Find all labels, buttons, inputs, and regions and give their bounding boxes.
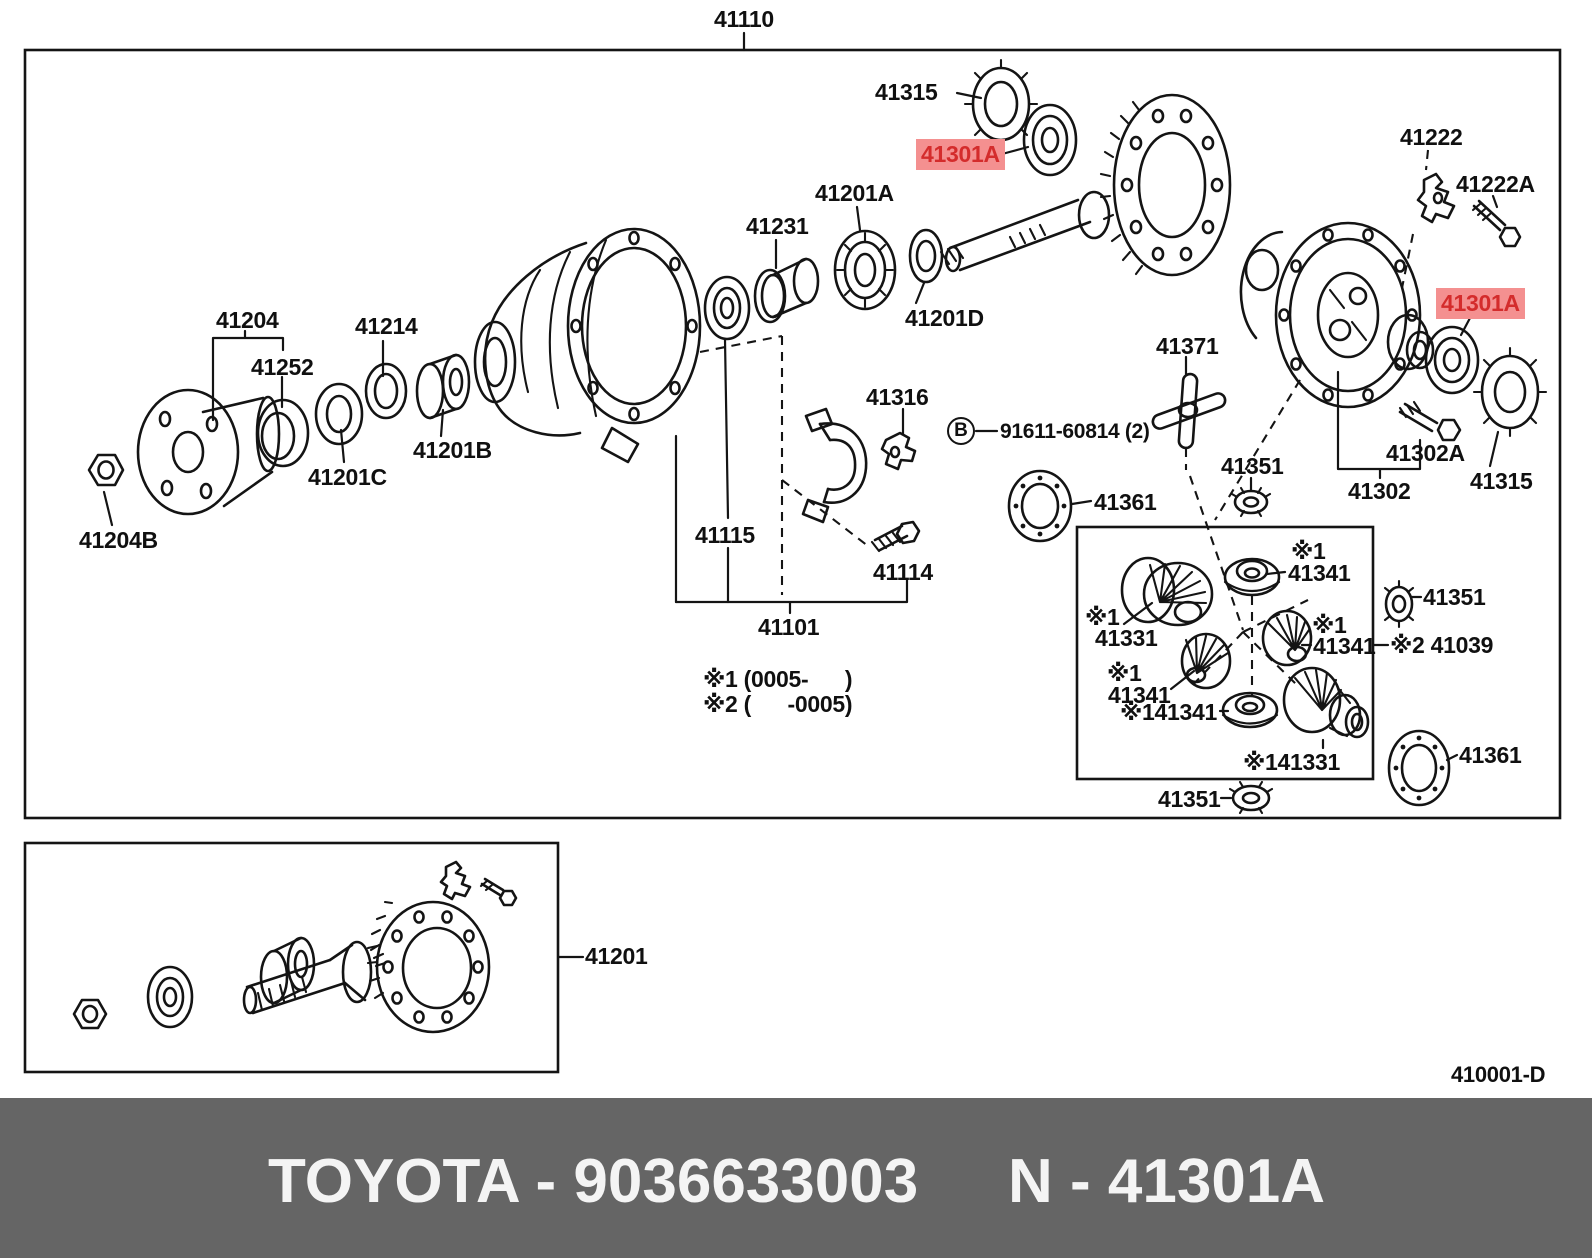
- part-label-41371: 41371: [1156, 333, 1219, 359]
- bolt-ref-badge: B: [947, 417, 975, 445]
- part-label-41115: 41115: [695, 522, 755, 548]
- part-label-41351-bot: 41351: [1158, 786, 1221, 812]
- differential-carrier-housing-drawing: [473, 227, 702, 464]
- part-label-41361-left: 41361: [1094, 489, 1157, 515]
- part-label-41302: 41302: [1348, 478, 1411, 504]
- footer-brand-part-number: TOYOTA - 9036633003: [268, 1147, 919, 1216]
- part-label-41222a: 41222A: [1456, 171, 1535, 197]
- differential-case-group-drawing: [1239, 172, 1548, 442]
- part-label-41301a-right: 41301A: [1436, 288, 1525, 320]
- spider-kit-frame: [1075, 525, 1375, 781]
- part-label-note2: ※2 ( -0005): [703, 691, 853, 717]
- part-label-41331: 41331: [1095, 625, 1158, 651]
- part-label-n1-right: ※1: [1312, 612, 1347, 638]
- pinion-front-parts-drawing: [703, 228, 944, 341]
- drive-pinion-ring-gear-drawing: [939, 58, 1232, 277]
- part-label-41231: 41231: [746, 213, 809, 239]
- part-label-41110: 41110: [714, 6, 774, 32]
- part-label-41114: 41114: [873, 559, 933, 585]
- part-label-41101: 41101: [758, 614, 820, 640]
- part-label-41301a-top: 41301A: [916, 139, 1005, 171]
- part-label-41201d: 41201D: [905, 305, 984, 331]
- part-label-b-ref: 91611-60814 (2): [1000, 420, 1150, 443]
- part-label-41204b: 41204B: [79, 527, 158, 553]
- dashed-reference-lines: [699, 149, 1430, 696]
- part-label-41039: ※2 41039: [1390, 632, 1494, 658]
- part-label-41315-right: 41315: [1470, 468, 1533, 494]
- part-label-41351-right: 41351: [1423, 584, 1486, 610]
- part-label-41252: 41252: [251, 354, 314, 380]
- hypoid-gear-sub-assembly-drawing: [72, 860, 518, 1034]
- part-label-41315-top: 41315: [875, 79, 938, 105]
- part-label-41201c: 41201C: [308, 464, 387, 490]
- part-label-note1: ※1 (0005- ): [703, 666, 853, 692]
- part-label-n1-mid: ※1: [1107, 660, 1142, 686]
- part-label-41361-br: 41361: [1459, 742, 1522, 768]
- part-label-41341-mid: 41341: [1108, 682, 1171, 708]
- part-label-41331-bot: ※141331: [1243, 749, 1341, 775]
- sub-assembly-frame: [23, 841, 560, 1074]
- part-label-41204: 41204: [216, 307, 279, 333]
- leader-lines: [102, 31, 1500, 959]
- part-label-41201: 41201: [585, 943, 648, 969]
- bearing-cap-group-drawing: [801, 407, 921, 553]
- part-label-41341-right: 41341: [1313, 633, 1376, 659]
- spider-and-washers-drawing: [1007, 372, 1451, 815]
- part-label-41341-top: 41341: [1288, 560, 1351, 586]
- part-label-41341-bot: ※141341: [1120, 699, 1218, 725]
- bolt-ref-badge-letter: B: [954, 420, 968, 441]
- part-label-41214: 41214: [355, 313, 418, 339]
- part-label-41316: 41316: [866, 384, 929, 410]
- main-diagram-frame: [23, 48, 1562, 820]
- part-label-41201b: 41201B: [413, 437, 492, 463]
- part-label-n1-top: ※1: [1291, 538, 1326, 564]
- part-label-41302a: 41302A: [1386, 440, 1465, 466]
- part-label-n1-left: ※1: [1085, 604, 1120, 630]
- part-label-refcode: 410001-D: [1451, 1062, 1546, 1087]
- part-label-41222: 41222: [1400, 124, 1463, 150]
- part-label-41201a: 41201A: [815, 180, 894, 206]
- footer-part-ref: N - 41301A: [1008, 1147, 1326, 1216]
- part-label-41351-top: 41351: [1221, 453, 1284, 479]
- footer-bar: TOYOTA - 9036633003 N - 41301A: [0, 1098, 1592, 1258]
